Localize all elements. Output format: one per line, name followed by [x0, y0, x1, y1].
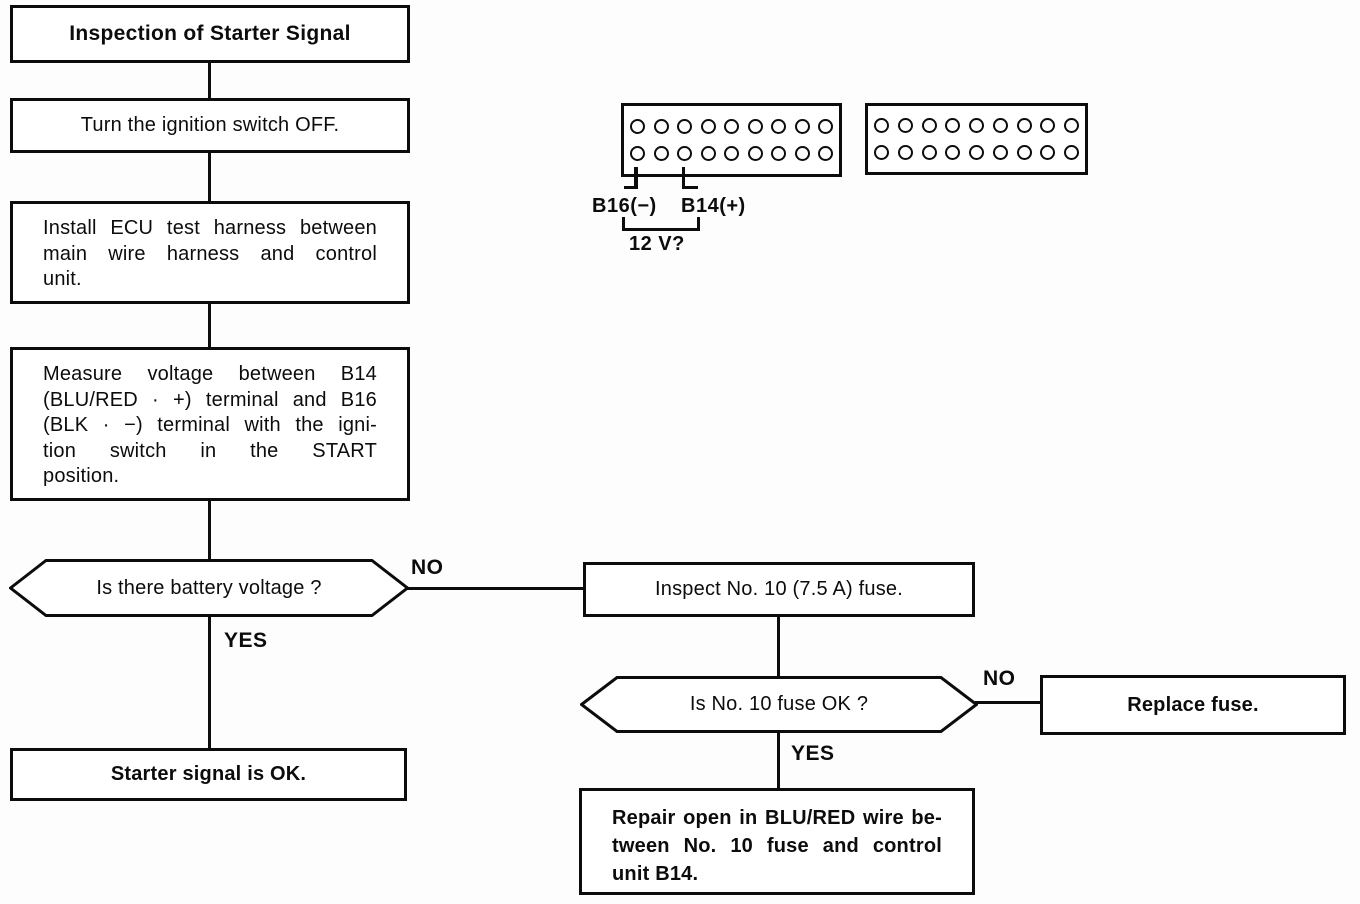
decision2-yes-label: YES	[791, 742, 835, 765]
connector-pin	[897, 145, 913, 160]
connector-pin	[771, 118, 786, 134]
connector-pin	[921, 118, 937, 133]
connector-pin	[700, 118, 716, 134]
box-text-line: (BLK · −) terminal with the igni-	[43, 414, 377, 436]
connector-pin	[700, 146, 716, 162]
connector-pin	[677, 118, 692, 134]
connector-pin	[747, 146, 763, 162]
connector-pin	[969, 145, 984, 160]
action-inspect-fuse-text: Inspect No. 10 (7.5 A) fuse.	[655, 578, 903, 600]
connector-pin	[1064, 145, 1079, 160]
step-install-harness-box: Install ECU test harness between main wir…	[10, 201, 410, 304]
decision2-no-label: NO	[983, 667, 1016, 690]
decision1-yes-label: YES	[224, 629, 268, 652]
flow-line-step1-to-step2	[208, 153, 211, 201]
box-text-line: tween No. 10 fuse and control	[612, 835, 942, 857]
connector-pin	[653, 146, 669, 162]
connector-pin	[1016, 118, 1032, 133]
ecu-connector-right	[865, 103, 1088, 175]
connector-pin	[897, 118, 913, 133]
box-text-line: (BLU/RED · +) terminal and B16	[43, 388, 377, 411]
connector-pin-row	[874, 118, 1079, 133]
step-ignition-off-text: Turn the ignition switch OFF.	[80, 114, 340, 136]
connector-pin	[724, 146, 739, 162]
connector-pin	[771, 146, 786, 162]
connector-pin	[1016, 145, 1032, 160]
flow-line-title-to-step1	[208, 63, 211, 98]
measure-bracket-left	[622, 217, 625, 231]
box-text-line: tion switch in the START	[43, 439, 377, 462]
connector-pin-row	[630, 118, 833, 134]
terminal-b14-label: B14(+)	[681, 195, 746, 217]
connector-pin	[630, 146, 645, 162]
voltage-measurement-label: 12 V?	[629, 233, 685, 255]
connector-pin	[992, 118, 1008, 133]
connector-pin	[630, 118, 645, 134]
measure-bracket-right	[697, 217, 700, 231]
connector-pin	[1040, 145, 1056, 160]
probe-hook-b16	[624, 186, 638, 189]
box-text-line: Measure voltage between B14	[43, 363, 377, 385]
decision-fuse-ok-text: Is No. 10 fuse OK ?	[689, 693, 869, 715]
probe-line-b16	[634, 167, 638, 189]
connector-pin-row	[630, 146, 833, 162]
page-title: Inspection of Starter Signal	[69, 22, 351, 45]
connector-pin	[677, 146, 692, 162]
connector-pin	[747, 118, 763, 134]
probe-hook-b14	[682, 186, 698, 189]
flow-line-step3-to-decision1	[208, 501, 211, 559]
decision1-no-label: NO	[411, 556, 444, 579]
connector-pin	[818, 118, 833, 134]
connector-pin	[874, 118, 889, 133]
box-text-line: unit B14.	[612, 863, 699, 885]
box-text-line: position.	[43, 465, 120, 487]
connector-pin	[945, 145, 961, 160]
connector-pin	[794, 118, 810, 134]
connector-pin	[969, 118, 984, 133]
outcome-starter-ok-text: Starter signal is OK.	[110, 763, 307, 785]
connector-pin	[874, 145, 889, 160]
connector-pin	[921, 145, 937, 160]
connector-pin	[992, 145, 1008, 160]
connector-pin	[794, 146, 810, 162]
outcome-repair-wire-box: Repair open in BLU/RED wire be-tween No.…	[579, 788, 975, 895]
measure-bracket-bottom	[622, 228, 700, 231]
title-box: Inspection of Starter Signal	[10, 5, 410, 63]
flow-line-decision1-no	[407, 587, 583, 590]
box-text-line: Install ECU test harness between	[43, 217, 377, 239]
probe-line-b14	[682, 167, 685, 189]
flow-line-decision2-yes	[777, 732, 780, 789]
box-text-line: main wire harness and control	[43, 242, 377, 265]
outcome-starter-ok-box: Starter signal is OK.	[10, 748, 407, 801]
connector-pin	[724, 118, 739, 134]
connector-pin	[818, 146, 833, 162]
ecu-connector-left	[621, 103, 842, 177]
connector-pin	[945, 118, 961, 133]
decision-fuse-ok: Is No. 10 fuse OK ?	[580, 676, 978, 733]
terminal-b16-label: B16(−)	[592, 195, 657, 217]
flow-line-step2-to-step3	[208, 304, 211, 347]
connector-pin	[653, 118, 669, 134]
flow-line-decision2-no	[975, 701, 1040, 704]
connector-pin	[1040, 118, 1056, 133]
connector-pin-row	[874, 145, 1079, 160]
box-text-line: unit.	[43, 268, 82, 290]
action-inspect-fuse-box: Inspect No. 10 (7.5 A) fuse.	[583, 562, 975, 617]
decision-battery-voltage: Is there battery voltage ?	[9, 559, 409, 617]
outcome-replace-fuse-text: Replace fuse.	[1127, 693, 1259, 716]
box-text-line: Repair open in BLU/RED wire be-	[612, 807, 942, 829]
flow-line-inspect-to-decision2	[777, 617, 780, 677]
step-measure-voltage-box: Measure voltage between B14 (BLU/RED · +)…	[10, 347, 410, 501]
decision-battery-voltage-text: Is there battery voltage ?	[96, 576, 322, 599]
decision-hexagon-shape	[580, 676, 978, 733]
flow-line-decision1-yes	[208, 616, 211, 748]
connector-pin	[1064, 118, 1079, 133]
outcome-replace-fuse-box: Replace fuse.	[1040, 675, 1346, 735]
step-ignition-off-box: Turn the ignition switch OFF.	[10, 98, 410, 153]
